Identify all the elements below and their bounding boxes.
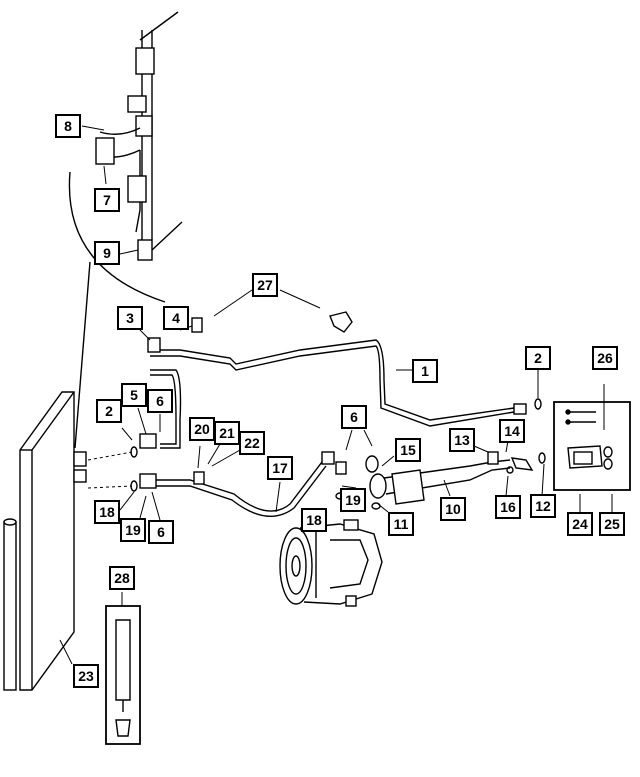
callout-6: 6 [341,405,367,429]
dashed-leaders [87,451,133,489]
radiator-tube-assembly [95,11,183,261]
callout-9: 9 [94,241,120,265]
callout-19: 19 [340,488,366,512]
liquid-line [139,311,527,449]
assembly-bracket-arc [68,171,166,303]
callout-6: 6 [147,389,173,413]
callout-17: 17 [267,456,293,480]
receiver-drier-kit [553,401,631,491]
callout-18: 18 [301,508,327,532]
callout-23: 23 [73,664,99,688]
o-rings [130,398,546,510]
callout-15: 15 [395,438,421,462]
leader-lines [59,125,613,665]
callout-4: 4 [163,306,189,330]
discharge-line [139,451,347,517]
callout-18: 18 [94,500,120,524]
callout-10: 10 [440,497,466,521]
callout-12: 12 [530,494,556,518]
callout-6: 6 [148,520,174,544]
compressor [279,519,383,607]
callout-19: 19 [120,518,146,542]
callout-20: 20 [189,417,215,441]
callout-14: 14 [499,419,525,443]
callout-28: 28 [109,566,135,590]
callout-8: 8 [55,114,81,138]
callout-13: 13 [449,428,475,452]
callout-1: 1 [412,359,438,383]
callout-24: 24 [567,512,593,536]
callout-2: 2 [96,399,122,423]
service-kit [105,605,141,745]
callout-21: 21 [214,421,240,445]
condenser [3,391,87,691]
callout-2: 2 [525,346,551,370]
callout-27: 27 [252,273,278,297]
callout-22: 22 [239,431,265,455]
callout-11: 11 [388,512,414,536]
callout-16: 16 [495,495,521,519]
callout-3: 3 [117,306,143,330]
callout-25: 25 [599,512,625,536]
callout-26: 26 [592,346,618,370]
callout-7: 7 [94,188,120,212]
callout-5: 5 [121,383,147,407]
suction-line [365,451,534,505]
